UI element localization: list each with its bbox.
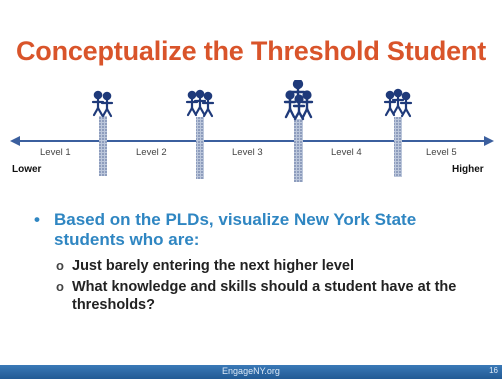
level-4-label: Level 4 bbox=[331, 147, 362, 158]
footer-url: EngageNY.org bbox=[222, 366, 280, 376]
threshold-band-2 bbox=[196, 117, 204, 179]
people-group-icon bbox=[283, 80, 314, 121]
level-5-label: Level 5 bbox=[426, 147, 457, 158]
level-3-label: Level 3 bbox=[232, 147, 263, 158]
threshold-band-1 bbox=[99, 116, 107, 176]
higher-label: Higher bbox=[452, 164, 484, 175]
bullet-dot-icon: • bbox=[34, 210, 40, 229]
lower-label: Lower bbox=[12, 164, 42, 175]
main-bullet-text: Based on the PLDs, visualize New York St… bbox=[54, 210, 417, 249]
sub-bullet-marker-icon: o bbox=[56, 279, 64, 294]
sub-bullet-marker-icon: o bbox=[56, 258, 64, 273]
page-number: 16 bbox=[489, 366, 498, 375]
people-group-icon bbox=[91, 90, 114, 118]
people-group-icon bbox=[383, 88, 413, 118]
sub-bullet-text: Just barely entering the next higher lev… bbox=[72, 258, 355, 274]
footer-bar: EngageNY.org 16 bbox=[0, 365, 502, 379]
level-2-label: Level 2 bbox=[136, 147, 167, 158]
threshold-band-3 bbox=[294, 119, 303, 182]
threshold-timeline bbox=[10, 80, 494, 182]
sub-bullet-text: What knowledge and skills should a stude… bbox=[72, 279, 457, 313]
arrow-left-icon bbox=[10, 136, 20, 146]
level-1-label: Level 1 bbox=[40, 147, 71, 158]
slide-title: Conceptualize the Threshold Student bbox=[15, 36, 487, 66]
arrow-right-icon bbox=[484, 136, 494, 146]
threshold-band-4 bbox=[394, 117, 402, 177]
people-group-icon bbox=[185, 89, 215, 118]
